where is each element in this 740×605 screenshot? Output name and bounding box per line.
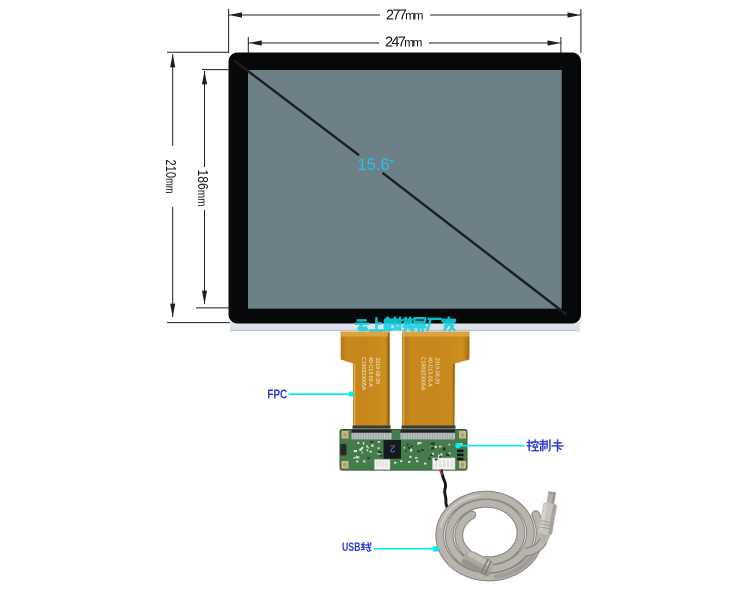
svg-text:40-C13-03-A: 40-C13-03-A — [426, 357, 432, 387]
svg-text:277mm: 277mm — [386, 8, 424, 24]
svg-text:USB: USB — [342, 540, 360, 554]
svg-text:FPC: FPC — [267, 388, 287, 402]
svg-text:186mm: 186mm — [194, 170, 210, 207]
svg-text:C190323005A: C190323005A — [360, 357, 366, 391]
svg-text:210mm: 210mm — [162, 160, 178, 194]
svg-text:2019-09-20: 2019-09-20 — [374, 358, 380, 385]
svg-text:15.6”: 15.6” — [358, 156, 395, 174]
svg-text:40-C13-03-A: 40-C13-03-A — [367, 357, 373, 387]
svg-text:2019-09-20: 2019-09-20 — [433, 358, 439, 385]
svg-text:2: 2 — [389, 443, 395, 454]
svg-text:247mm: 247mm — [385, 35, 423, 51]
svg-text:C190323005A: C190323005A — [419, 357, 425, 391]
